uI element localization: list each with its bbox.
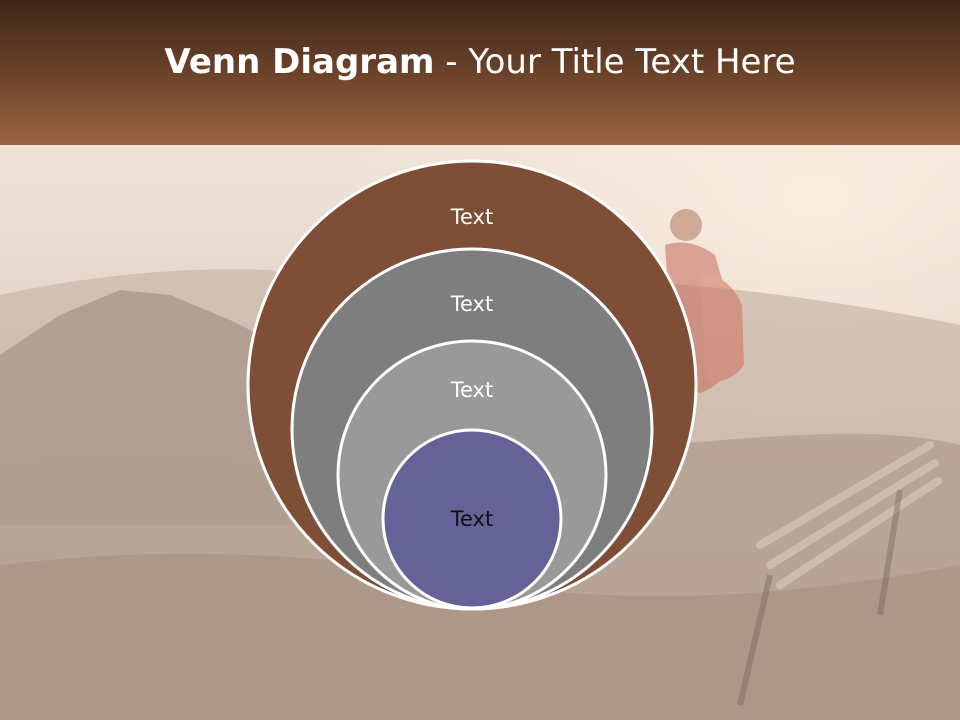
inner-circle[interactable]: Text	[381, 428, 563, 610]
second-circle-label: Text	[450, 292, 493, 316]
title-bar: Venn Diagram - Your Title Text Here	[0, 0, 960, 145]
inner-circle-label: Text	[450, 507, 493, 531]
slide-title: Venn Diagram - Your Title Text Here	[0, 40, 960, 84]
title-bold: Venn Diagram	[164, 42, 435, 82]
title-rest: - Your Title Text Here	[434, 42, 796, 82]
inner-circle-shape	[381, 428, 563, 610]
outer-circle-label: Text	[450, 205, 493, 229]
third-circle-label: Text	[450, 378, 493, 402]
